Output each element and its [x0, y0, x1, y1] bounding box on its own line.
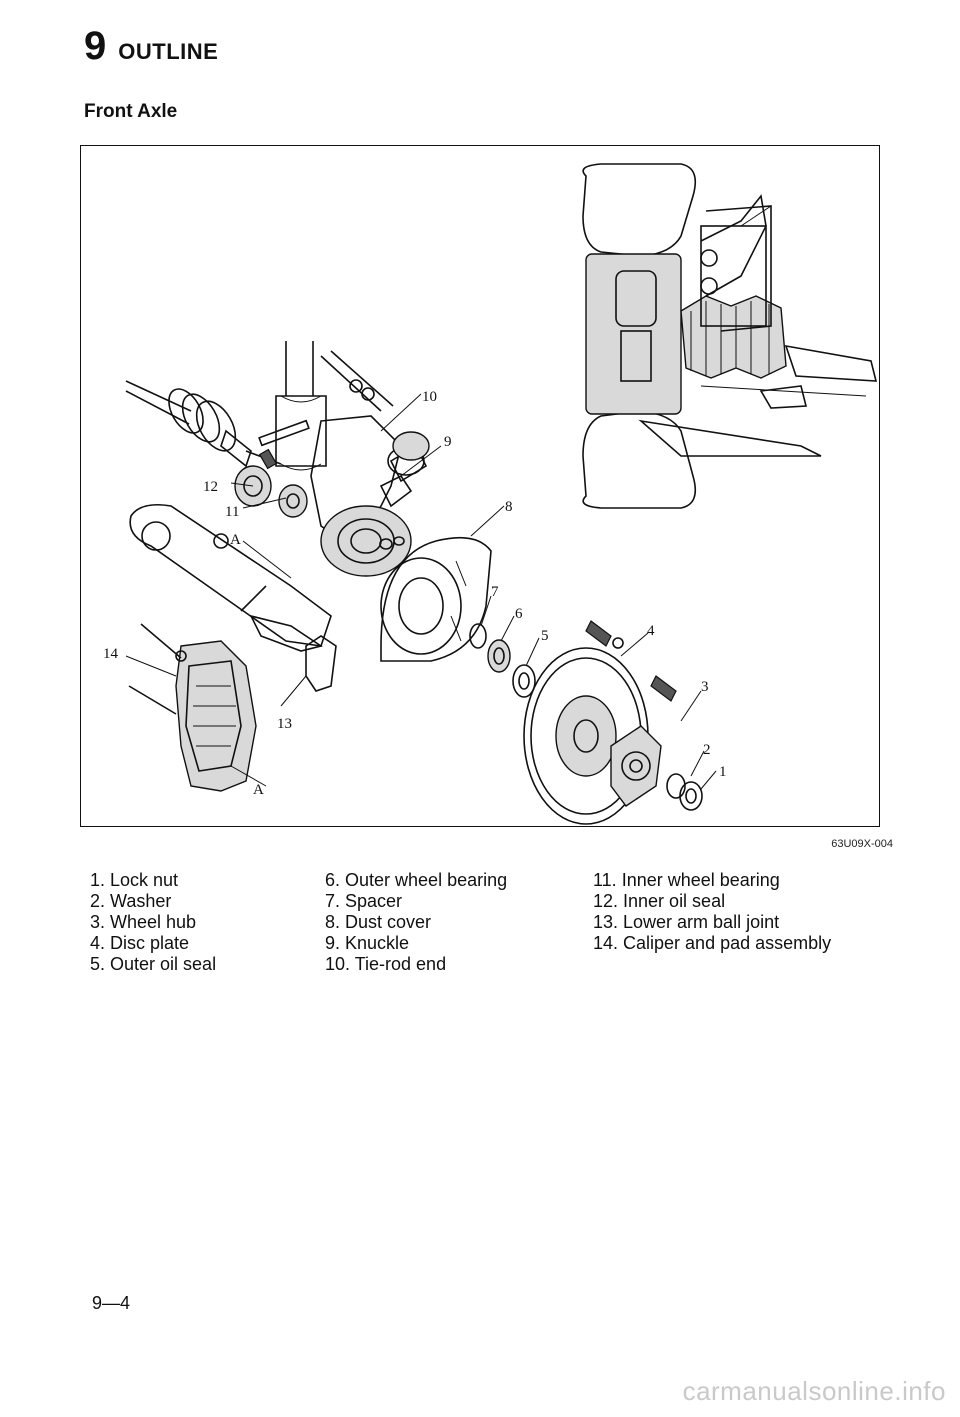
callout-12: 12	[203, 479, 218, 495]
legend-item: 13. Lower arm ball joint	[593, 912, 780, 932]
chapter-number: 9	[84, 24, 107, 68]
strut-and-driveshaft	[125, 341, 327, 471]
legend-item: 2. Washer	[90, 891, 172, 911]
callout-11: 11	[225, 504, 239, 520]
legend-item: 7. Spacer	[325, 891, 403, 911]
legend-item: 11. Inner wheel bearing	[593, 870, 780, 890]
callout-9: 9	[444, 434, 452, 450]
wheel-hub-group	[610, 675, 703, 811]
figure-code: 63U09X-004	[831, 838, 893, 850]
chapter-heading: 9 OUTLINE	[84, 26, 218, 66]
page-number: 9—4	[92, 1293, 131, 1313]
callout-1: 1	[719, 764, 727, 780]
chapter-title: OUTLINE	[118, 39, 219, 64]
axle-illustration: 10 9 8 12 11 A 14 13 A 7 6 5 4 3 2 1	[103, 163, 878, 825]
dust-cover	[379, 536, 492, 662]
leader-lines	[125, 393, 717, 790]
legend-item: 3. Wheel hub	[90, 912, 197, 932]
callout-7: 7	[491, 584, 499, 600]
section-title: Front Axle	[84, 101, 178, 122]
legend-item: 14. Caliper and pad assembly	[593, 933, 832, 953]
callout-14: 14	[103, 646, 119, 662]
callout-10: 10	[422, 389, 437, 405]
callout-13: 13	[277, 716, 292, 732]
front-axle-exploded-diagram: 10 9 8 12 11 A 14 13 A 7 6 5 4 3 2 1	[80, 145, 880, 827]
wheel-section-inset	[582, 163, 878, 509]
legend-item: 1. Lock nut	[90, 870, 179, 890]
callout-a-top: A	[230, 532, 241, 548]
callout-6: 6	[515, 606, 523, 622]
legend-item: 5. Outer oil seal	[90, 954, 217, 974]
caliper-assembly	[128, 623, 257, 792]
legend-item: 10. Tie-rod end	[325, 954, 447, 974]
legend-item: 12. Inner oil seal	[593, 891, 726, 911]
legend-item: 4. Disc plate	[90, 933, 190, 953]
legend-item: 9. Knuckle	[325, 933, 410, 953]
callout-8: 8	[505, 499, 513, 515]
legend-column-2: 6. Outer wheel bearing 7. Spacer 8. Dust…	[325, 870, 507, 975]
callout-5: 5	[541, 628, 549, 644]
callout-4: 4	[647, 623, 655, 639]
callout-2: 2	[703, 742, 711, 758]
legend-column-3: 11. Inner wheel bearing 12. Inner oil se…	[593, 870, 831, 954]
tie-rod-end	[320, 350, 430, 461]
bearings-and-seals	[469, 623, 536, 698]
callout-3: 3	[701, 679, 709, 695]
legend-item: 8. Dust cover	[325, 912, 432, 932]
callout-a-bottom: A	[253, 782, 264, 798]
callout-labels: 10 9 8 12 11 A 14 13 A 7 6 5 4 3 2 1	[103, 389, 727, 798]
legend-item: 6. Outer wheel bearing	[325, 870, 508, 890]
legend-column-1: 1. Lock nut 2. Washer 3. Wheel hub 4. Di…	[90, 870, 216, 975]
watermark: carmanualsonline.info	[682, 1376, 946, 1406]
